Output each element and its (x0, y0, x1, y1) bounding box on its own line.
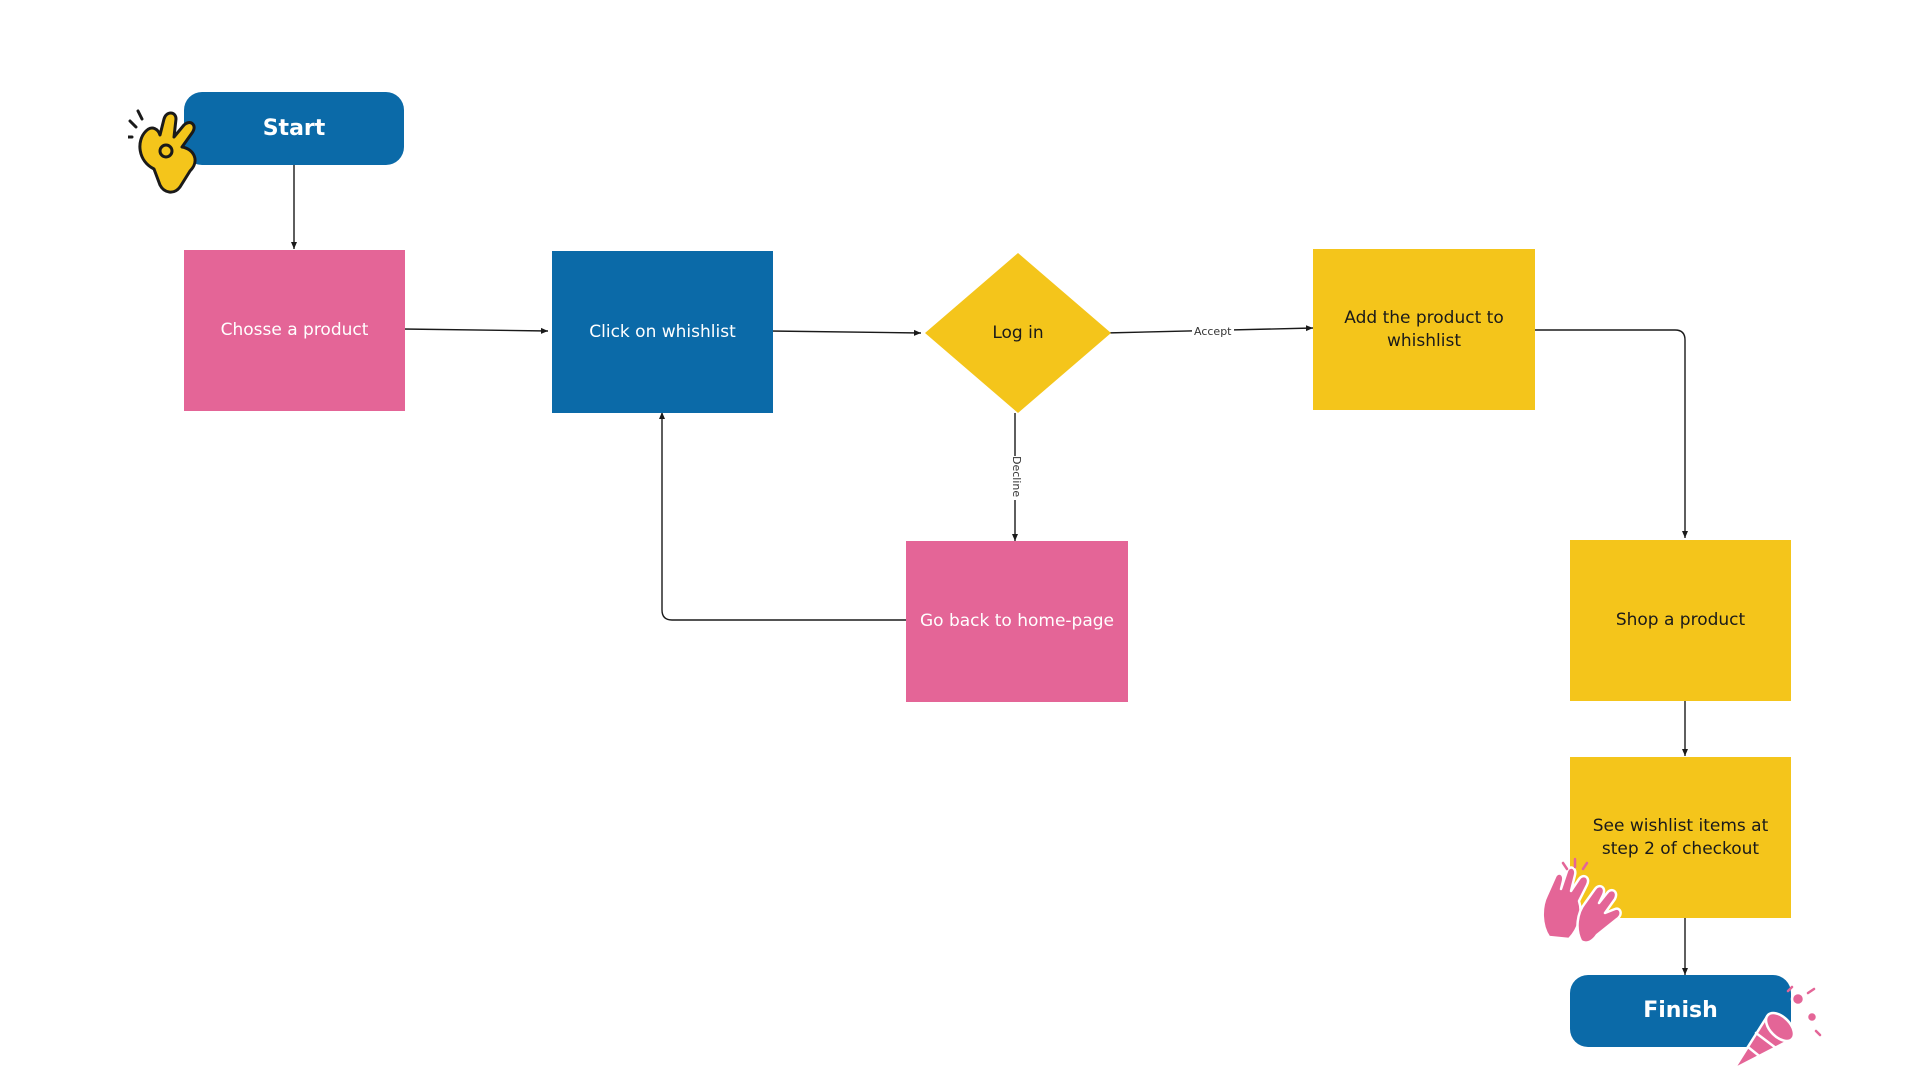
shop-product-node[interactable]: Shop a product (1570, 540, 1791, 701)
finish-node[interactable]: Finish (1570, 975, 1791, 1047)
diamond-shape (925, 253, 1111, 413)
edge-choose-to-wishlist (402, 327, 549, 334)
edge-label-decline: Decline (1010, 456, 1023, 500)
start-node[interactable]: Start (184, 92, 404, 165)
see-wishlist-node[interactable]: See wishlist items at step 2 of checkout (1570, 757, 1791, 918)
high-five-icon (1541, 857, 1622, 944)
edge-goback-to-wishlist (659, 412, 906, 621)
log-in-label: Log in (992, 323, 1044, 343)
party-popper-icon (1732, 985, 1822, 1071)
choose-product-node[interactable]: Chosse a product (184, 250, 405, 411)
add-product-node[interactable]: Add the product to whishlist (1313, 249, 1535, 410)
ok-hand-icon (128, 109, 197, 194)
edge-label-accept: Accept (1192, 325, 1234, 338)
click-wishlist-node[interactable]: Click on whishlist (552, 251, 773, 413)
go-back-node[interactable]: Go back to home-page (906, 541, 1128, 702)
log-in-decision[interactable]: Log in (925, 253, 1111, 413)
edge-wishlist-to-login (769, 329, 922, 336)
edge-add-to-shop (1535, 329, 1688, 538)
